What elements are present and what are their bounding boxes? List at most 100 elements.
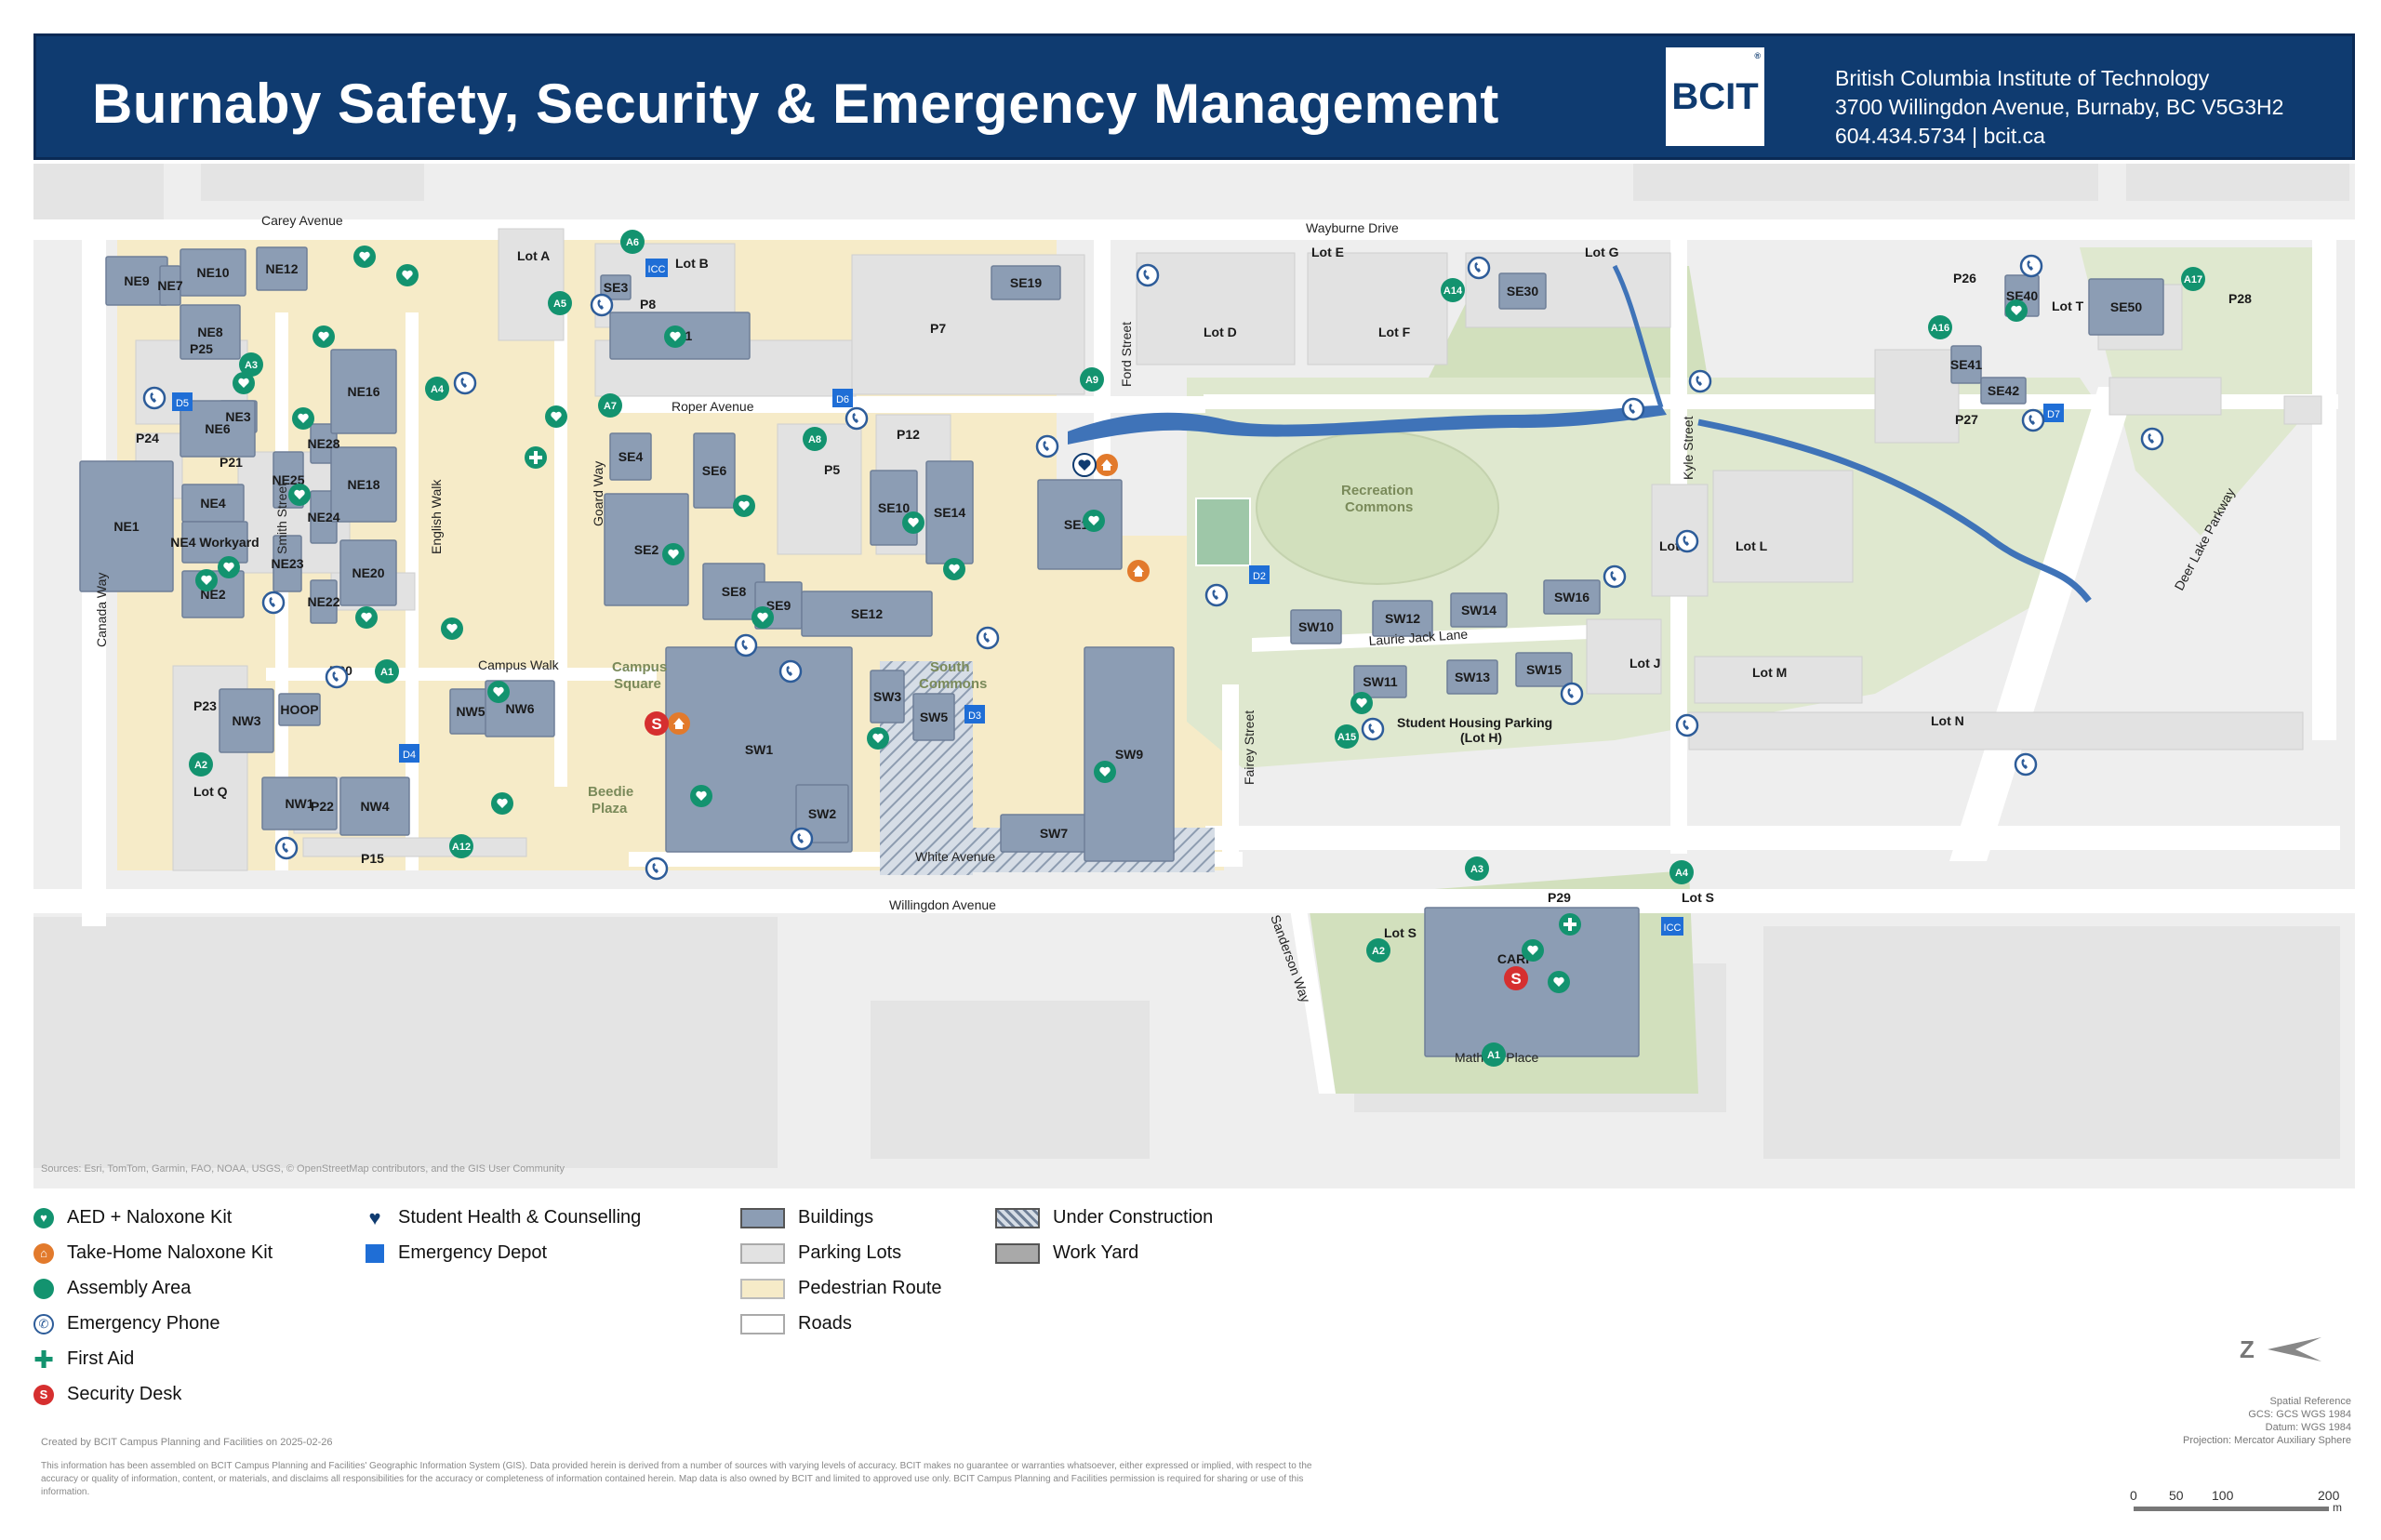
building-label: SW3: [873, 689, 902, 704]
address-line-1: British Columbia Institute of Technology: [1835, 66, 2210, 90]
aed-marker: [218, 556, 240, 578]
building-label: NE16: [347, 384, 379, 399]
legend-roads-label: Roads: [798, 1313, 852, 1334]
building-footprint: [1084, 646, 1175, 862]
emergency-phone-marker: [2140, 427, 2164, 451]
road-canada: Canada Way: [94, 573, 109, 647]
svg-text:D5: D5: [176, 398, 189, 409]
assembly-area-marker: A12: [449, 834, 473, 858]
lot-label: Lot T: [2052, 299, 2084, 313]
assembly-area-marker: A6: [620, 230, 645, 254]
emergency-depot-marker: D2: [1249, 565, 1270, 584]
scale-unit: m: [2333, 1501, 2342, 1514]
aed-marker: [396, 264, 419, 286]
scale-200: 200: [2318, 1488, 2340, 1503]
student-health-marker: [1072, 453, 1097, 477]
building-footprint: [870, 670, 905, 724]
legend-roads: Roads: [740, 1313, 852, 1334]
spatial-title: Spatial Reference: [2269, 1396, 2351, 1407]
road-wayburne: Wayburne Drive: [1306, 220, 1399, 235]
lot-label: P5: [824, 462, 840, 477]
emergency-depot-marker: D7: [2043, 404, 2064, 422]
north-arrow: Z: [2240, 1335, 2323, 1363]
lot-label: P24: [136, 431, 159, 445]
emergency-phone-marker: [1688, 369, 1712, 393]
aed-marker: [2005, 299, 2028, 322]
assembly-area-marker: A1: [375, 659, 399, 684]
emergency-phone-marker: [2021, 408, 2045, 432]
svg-text:D4: D4: [403, 750, 416, 761]
svg-text:A9: A9: [1085, 375, 1098, 386]
road-fairey: Fairey Street: [1242, 710, 1257, 785]
spatial-datum: Datum: WGS 1984: [2265, 1422, 2351, 1433]
road-laurie: Laurie Jack Lane: [1368, 627, 1469, 648]
lot-label: P15: [361, 851, 384, 866]
building-label: SE3: [604, 280, 629, 295]
assembly-area-marker: A4: [425, 377, 449, 401]
lot-label: P22: [311, 799, 334, 814]
logo-text: BCIT: [1671, 75, 1759, 117]
building-label: SE12: [851, 606, 883, 621]
address-line-3: 604.434.5734 | bcit.ca: [1835, 124, 2045, 148]
building-label: SE19: [1010, 275, 1042, 290]
emergency-phone-marker: [1035, 434, 1059, 458]
assembly-area-marker: A3: [1465, 856, 1489, 881]
aed-marker: [353, 246, 376, 268]
buildings-swatch: [740, 1207, 785, 1228]
building-label: SE8: [722, 584, 747, 599]
area-campus-square-1: Campus: [612, 659, 667, 675]
assembly-area-marker: A1: [1482, 1042, 1506, 1067]
take-home-naloxone-marker: [668, 712, 690, 735]
building-label: NE12: [265, 261, 298, 276]
scale-bar: 0 50 100 200 m: [2130, 1488, 2362, 1525]
phone-icon: ✆: [33, 1313, 54, 1334]
first-aid-marker: [1559, 913, 1581, 936]
svg-text:ICC: ICC: [1664, 923, 1682, 934]
legend-take-home: ⌂ Take-Home Naloxone Kit: [33, 1242, 273, 1264]
legend-pedestrian: Pedestrian Route: [740, 1278, 942, 1299]
creek: [1068, 405, 1667, 445]
lot-label: P7: [930, 321, 946, 336]
building-label: SW13: [1455, 670, 1490, 684]
assembly-area-marker: A16: [1928, 315, 1952, 339]
lot-label: Lot S: [1384, 925, 1417, 940]
svg-text:A8: A8: [808, 434, 821, 445]
scale-bar-line: [2134, 1507, 2329, 1511]
aed-marker: [664, 325, 686, 348]
area-south-commons-1: South: [930, 659, 970, 675]
legend-parking: Parking Lots: [740, 1242, 901, 1264]
lot-label: Lot B: [675, 256, 709, 271]
emergency-phone-marker: [1204, 583, 1229, 607]
building-footprint: [339, 539, 397, 606]
svg-text:D3: D3: [968, 710, 981, 722]
legend-depot-label: Emergency Depot: [398, 1242, 548, 1263]
assembly-area-marker: A9: [1080, 367, 1104, 392]
emergency-phone-marker: [590, 293, 614, 317]
svg-text:A4: A4: [1675, 868, 1689, 879]
building-footprint: [1543, 579, 1601, 615]
assembly-icon: [33, 1278, 54, 1299]
emergency-depot-marker: D6: [832, 389, 853, 407]
building-label: SW10: [1298, 619, 1334, 634]
lot-label: P12: [897, 427, 920, 442]
svg-text:Z: Z: [2240, 1335, 2255, 1363]
building-label: NE7: [157, 278, 182, 293]
lot-label: Lot E: [1311, 245, 1344, 259]
emergency-phone-marker: [845, 406, 869, 431]
lot-label: P8: [640, 297, 656, 312]
building-footprint: [180, 400, 256, 458]
area-beedie-1: Beedie: [588, 784, 633, 800]
lot-label: Lot M: [1752, 665, 1787, 680]
lot-label: Lot L: [1736, 538, 1768, 553]
building-label: SW5: [920, 710, 949, 724]
north-arrow-icon: Z: [2240, 1335, 2321, 1363]
building-footprint: [1950, 345, 1982, 384]
building-label: SE42: [1988, 383, 2019, 398]
aed-marker: [902, 511, 924, 534]
road-ford: Ford Street: [1119, 322, 1134, 387]
scale-50: 50: [2169, 1488, 2184, 1503]
assembly-area-marker: A7: [598, 393, 622, 418]
area-recreation-1: Recreation: [1341, 483, 1414, 498]
